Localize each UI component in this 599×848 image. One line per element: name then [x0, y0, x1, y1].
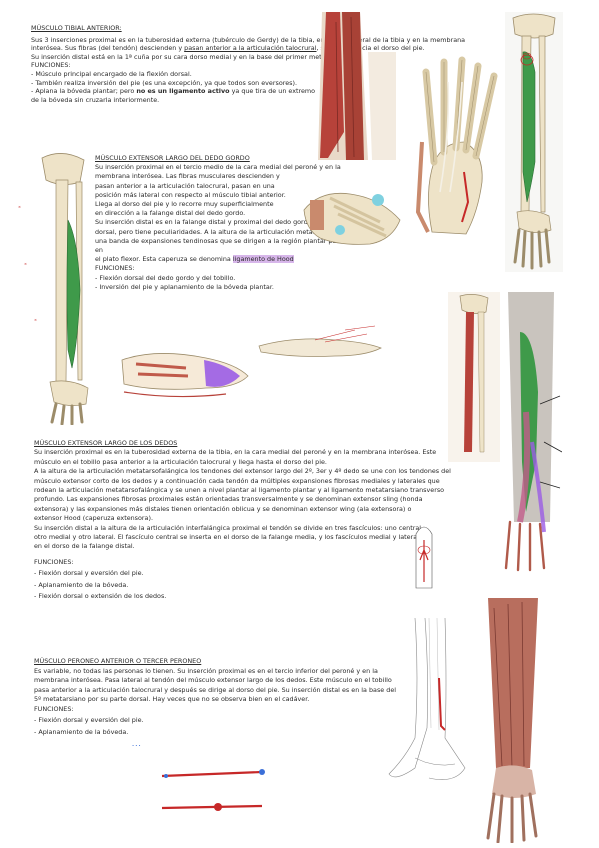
eld-dedos-line: músculo extensor corto de los dedos y a … [34, 476, 440, 485]
tibial-function-1: - Músculo principal encargado de la flex… [31, 69, 192, 78]
eld-dedos-functions-title: FUNCIONES: [34, 557, 74, 566]
eld-gordo-line: dorsal, pero tiene peculiaridades. A la … [95, 227, 382, 236]
hallux-lateral-icon [258, 325, 382, 357]
tibial-function-3-cont: de la bóveda sin cruzarla interiormente. [31, 95, 160, 104]
eld-dedos-function-3: - Flexión dorsal o extensión de los dedo… [34, 592, 167, 601]
foot-skeleton-icon [415, 56, 498, 235]
tibial-functions-title: FUNCIONES: [31, 61, 71, 70]
eld-gordo-line: membrana interósea. Las fibras musculare… [95, 172, 280, 181]
eld-dedos-line: Su inserción distal a la altura de la ar… [34, 523, 424, 532]
tibial-anterior-section: MÚSCULO TIBIAL ANTERIOR: Sus 3 insercion… [31, 24, 491, 104]
toe-sketch-icon [415, 526, 433, 589]
small-legend-label: • • • [132, 744, 141, 748]
tibial-function-3: - Aplana la bóveda plantar; pero no es u… [31, 87, 316, 96]
eld-gordo-functions-title: FUNCIONES: [95, 264, 135, 273]
eld-gordo-line: en dirección a la falange distal del ded… [95, 209, 246, 218]
leg-bones-green-muscle-icon [505, 12, 563, 272]
metatarsal-sketch-icon [161, 803, 263, 811]
eld-dedos-line: rodean la articulación metatarsofalángic… [34, 486, 445, 495]
tibial-paragraph-2: Su inserción distal está en la 1ª cuña p… [31, 52, 354, 61]
peroneo-line: pasa anterior a la articulación talocrur… [34, 685, 397, 694]
eld-gordo-hood-line: el plato flexor. Esta caperuza se denomi… [95, 255, 294, 264]
eld-dedos-line: extensora) y las expansiones más distale… [34, 504, 412, 513]
leg-muscles-green-icon [504, 292, 562, 572]
eld-dedos-line: extensor Hood (caperuza extensora). [34, 514, 153, 523]
peroneo-functions-title: FUNCIONES: [34, 704, 74, 713]
tibial-title: MÚSCULO TIBIAL ANTERIOR: [31, 24, 122, 32]
eld-gordo-line: una banda de expansiones tendinosas que … [95, 236, 377, 255]
eld-dedos-line: Su inserción proximal es en la tuberosid… [34, 448, 437, 457]
eld-gordo-line: Su inserción distal es en la falange dis… [95, 218, 350, 227]
eld-gordo-line: posición más lateral con respecto al mús… [95, 190, 286, 199]
eld-gordo-line: Su inserción proximal en el tercio medio… [95, 163, 341, 172]
leg-outline-sketch-icon [388, 618, 466, 780]
eld-gordo-function-1: - Flexión dorsal del dedo gordo y del to… [95, 273, 236, 282]
eld-dedos-function-2: - Aplanamiento de la bóveda. [34, 580, 129, 589]
peroneo-title: MÚSCULO PERONEO ANTERIOR O TERCER PERONE… [34, 657, 202, 665]
eld-dedos-function-1: - Flexión dorsal y eversión del pie. [34, 569, 144, 578]
leg-label-red: × [34, 318, 38, 322]
eld-gordo-title: MÚSCULO EXTENSOR LARGO DEL DEDO GORDO [95, 154, 250, 162]
eld-gordo-line: Llega al dorso del pie y lo recorre muy … [95, 200, 274, 209]
eld-dedos-line: A la altura de la articulación metatarso… [34, 467, 451, 476]
eld-dedos-line: otro medial y otro lateral. El fascículo… [34, 533, 419, 542]
leg-label-red: × [24, 262, 28, 266]
eld-dedos-title: MÚSCULO EXTENSOR LARGO DE LOS DEDOS [34, 439, 178, 447]
metatarsal-sketch-icon [161, 769, 265, 778]
peroneo-function-2: - Aplanamiento de la bóveda. [34, 728, 129, 737]
leg-skeleton-green-icon [41, 153, 89, 425]
peroneo-line: membrana interósea. Pasa lateral al tend… [34, 676, 392, 685]
peroneo-function-1: - Flexión dorsal y eversión del pie. [34, 715, 144, 724]
leg-red-muscle-icon [448, 292, 500, 462]
tibial-paragraph-1: Sus 3 inserciones proximal es en la tube… [31, 35, 466, 53]
leg-muscles-icon [318, 12, 396, 160]
eld-gordo-function-2: - Inversión del pie y aplanamiento de la… [95, 282, 274, 291]
eld-gordo-line: pasan anterior a la articulación talocru… [95, 181, 275, 190]
lateral-foot-icon [303, 192, 401, 245]
eld-dedos-line: profundo. Las expansiones fibrosas proxi… [34, 495, 423, 504]
leg-label-red: × [18, 205, 22, 209]
peroneo-line: 5º metatarsiano por su parte dorsal. Hay… [34, 695, 310, 704]
leg-bottom-muscles-icon [486, 598, 538, 843]
peroneo-line: Es variable, no todas las personas lo ti… [34, 666, 378, 675]
eld-gordo-section: MÚSCULO EXTENSOR LARGO DEL DEDO GORDO Su… [95, 154, 385, 292]
tibial-function-2: - También realiza inversión del pie (es … [31, 78, 297, 87]
eld-dedos-line: en el dorso de la falange distal. [34, 542, 135, 551]
eld-dedos-line: músculo en el tobillo pasa anterior a la… [34, 457, 327, 466]
eld-dedos-section: MÚSCULO EXTENSOR LARGO DE LOS DEDOS Su i… [34, 439, 504, 602]
hallux-diagram-icon [121, 353, 249, 398]
peroneo-section: MÚSCULO PERONEO ANTERIOR O TERCER PERONE… [34, 657, 454, 738]
